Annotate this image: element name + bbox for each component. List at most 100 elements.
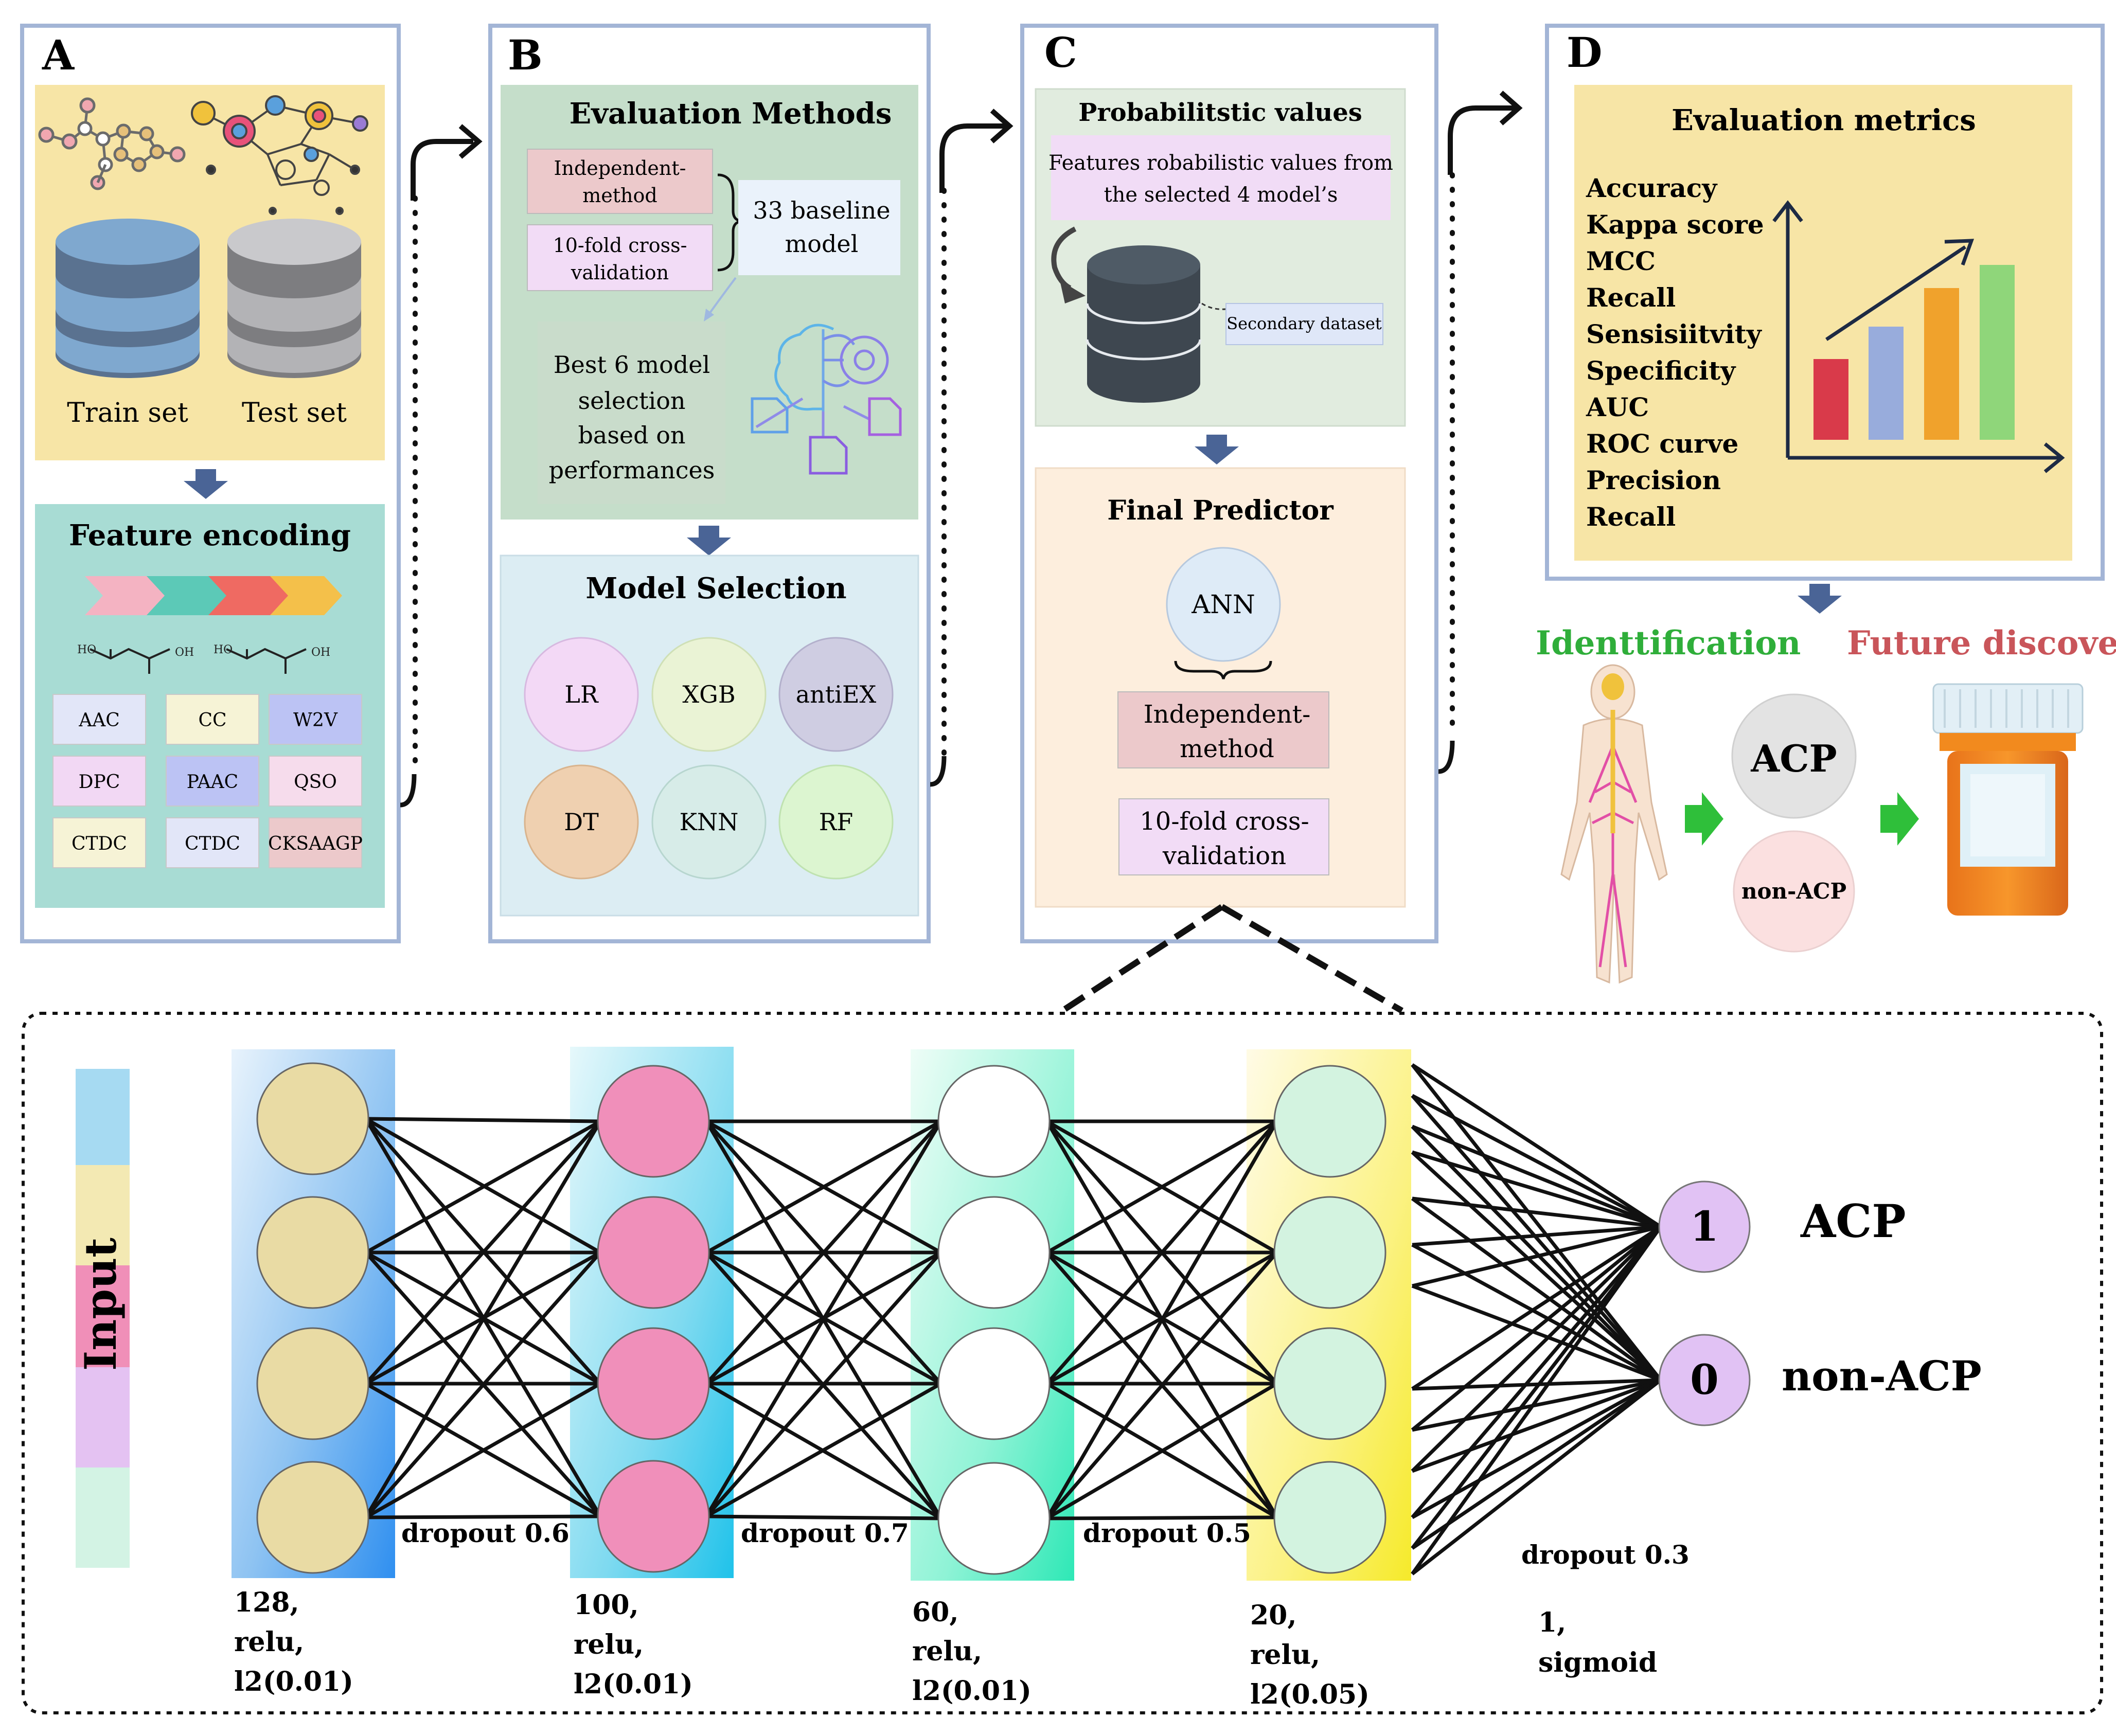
panel-c: C Probabilitstic values Features robabil… bbox=[1020, 24, 1438, 943]
feature-chip-box bbox=[52, 756, 146, 807]
model-label: DT bbox=[564, 808, 599, 836]
network-edge bbox=[1412, 1225, 1661, 1288]
identification-label: Identtification bbox=[1536, 624, 1801, 663]
model-label: RF bbox=[819, 808, 853, 836]
test-set-label: Test set bbox=[242, 398, 347, 428]
network-edge bbox=[1045, 1251, 1278, 1520]
ann-independent-method-line-2: method bbox=[1180, 735, 1274, 763]
bracket-icon bbox=[1174, 660, 1272, 679]
network-edge bbox=[1045, 1120, 1278, 1385]
output-spec: 1, sigmoid bbox=[1538, 1607, 1657, 1678]
final-predictor-title: Final Predictor bbox=[1107, 495, 1333, 526]
dropout-1-label: dropout 0.6 bbox=[401, 1518, 570, 1548]
medicine-bottle-icon bbox=[1932, 683, 2084, 916]
network-edge bbox=[1411, 1094, 1662, 1229]
down-arrow-icon bbox=[184, 469, 228, 499]
network-edge bbox=[365, 1117, 601, 1123]
panel-c-letter: C bbox=[1044, 28, 1077, 77]
network-edge bbox=[1411, 1225, 1662, 1576]
metric-item: Kappa score bbox=[1586, 209, 1764, 240]
neuron-layer-1 bbox=[256, 1062, 369, 1175]
ann-independent-method-box bbox=[1117, 691, 1329, 768]
feature-chip-label: CTDC bbox=[72, 833, 127, 854]
layer-4-units: 20, bbox=[1250, 1600, 1296, 1631]
network-edge bbox=[364, 1120, 602, 1518]
metric-item: Specificity bbox=[1586, 355, 1736, 386]
feature-chip-box bbox=[269, 756, 362, 807]
zoom-line-right bbox=[1220, 904, 1403, 1014]
best-models-box bbox=[538, 321, 725, 504]
best-models-line-4: performances bbox=[549, 456, 715, 484]
evaluation-metrics-title: Evaluation metrics bbox=[1672, 103, 1976, 137]
network-edge bbox=[1411, 1225, 1662, 1550]
probabilistic-description-line-2: the selected 4 model’s bbox=[1104, 183, 1338, 207]
network-edge bbox=[365, 1514, 601, 1519]
output-node-1 bbox=[1658, 1180, 1751, 1273]
network-frame bbox=[22, 1012, 2103, 1714]
layer-4-spec: 20, relu, l2(0.05) bbox=[1250, 1600, 1370, 1710]
feature-chip-label: CKSAAGP bbox=[268, 833, 363, 854]
flow-connectors bbox=[400, 91, 1523, 808]
network-edge bbox=[1411, 1094, 1662, 1382]
metric-item: ROC curve bbox=[1586, 428, 1738, 459]
feature-encoding-title: Feature encoding bbox=[69, 518, 351, 552]
independent-method-box bbox=[527, 149, 713, 214]
network-edge bbox=[705, 1119, 942, 1255]
neuron-layer-2 bbox=[597, 1196, 710, 1309]
baseline-model-line-1: 33 baseline bbox=[753, 196, 890, 224]
secondary-dataset-label: Secondary dataset bbox=[1226, 314, 1382, 333]
non-acp-label: non-ACP bbox=[1741, 879, 1846, 904]
network-edge bbox=[1412, 1196, 1661, 1229]
test-set-database-icon bbox=[227, 219, 361, 378]
probabilistic-values-title: Probabilitstic values bbox=[1078, 98, 1362, 127]
ai-brain-gear-icon bbox=[751, 324, 902, 475]
layer-4-regularizer: l2(0.05) bbox=[1250, 1679, 1370, 1710]
network-edge bbox=[364, 1120, 602, 1385]
network-edge bbox=[1411, 1225, 1662, 1390]
feature-chip-box bbox=[166, 694, 259, 745]
ann-cross-validation-line-2: validation bbox=[1162, 842, 1286, 870]
human-body-icon bbox=[1560, 664, 1668, 984]
evaluation-methods-title: Evaluation Methods bbox=[570, 97, 892, 131]
ann-label: ANN bbox=[1191, 589, 1255, 619]
best-models-line-3: based on bbox=[578, 421, 685, 449]
ann-cross-validation-box bbox=[1118, 798, 1329, 875]
encoding-chevrons bbox=[85, 576, 342, 615]
layer-3-activation: relu, bbox=[912, 1636, 982, 1667]
feature-chip-box bbox=[269, 694, 362, 745]
cross-validation-box bbox=[527, 224, 713, 291]
dropout-4-label: dropout 0.3 bbox=[1521, 1540, 1690, 1570]
network-edge bbox=[706, 1514, 941, 1520]
model-circle bbox=[651, 764, 767, 880]
model-circle bbox=[651, 637, 767, 752]
metric-item: MCC bbox=[1586, 246, 1656, 276]
green-arrow-icon bbox=[1685, 792, 1723, 846]
model-circle bbox=[524, 637, 639, 752]
feature-chip-box bbox=[52, 694, 146, 745]
model-circle bbox=[524, 764, 639, 880]
neuron-layer-1 bbox=[256, 1196, 369, 1309]
independent-method-line-2: method bbox=[582, 184, 657, 207]
panel-a-letter: A bbox=[42, 31, 75, 79]
dashed-connector bbox=[1201, 302, 1230, 310]
network-edge bbox=[705, 1120, 943, 1385]
feature-chip-label: CC bbox=[198, 710, 226, 731]
feature-chip-box bbox=[52, 817, 146, 868]
neuron-layer-3 bbox=[937, 1327, 1051, 1440]
network-edge bbox=[1045, 1120, 1279, 1519]
output-activation: sigmoid bbox=[1538, 1647, 1657, 1678]
layer-4-activation: relu, bbox=[1250, 1639, 1320, 1671]
down-arrow-icon bbox=[1798, 584, 1842, 614]
best-models-line-2: selection bbox=[578, 387, 685, 415]
acp-label: ACP bbox=[1750, 737, 1837, 780]
panel-b-letter: B bbox=[508, 31, 543, 79]
network-edge bbox=[365, 1119, 601, 1255]
network-neurons bbox=[256, 1062, 1386, 1575]
neuron-layer-4 bbox=[1273, 1461, 1386, 1574]
ann-independent-method-line-1: Independent- bbox=[1144, 700, 1311, 729]
network-connections bbox=[364, 1063, 1662, 1576]
molecule-illustration-right bbox=[191, 95, 368, 215]
